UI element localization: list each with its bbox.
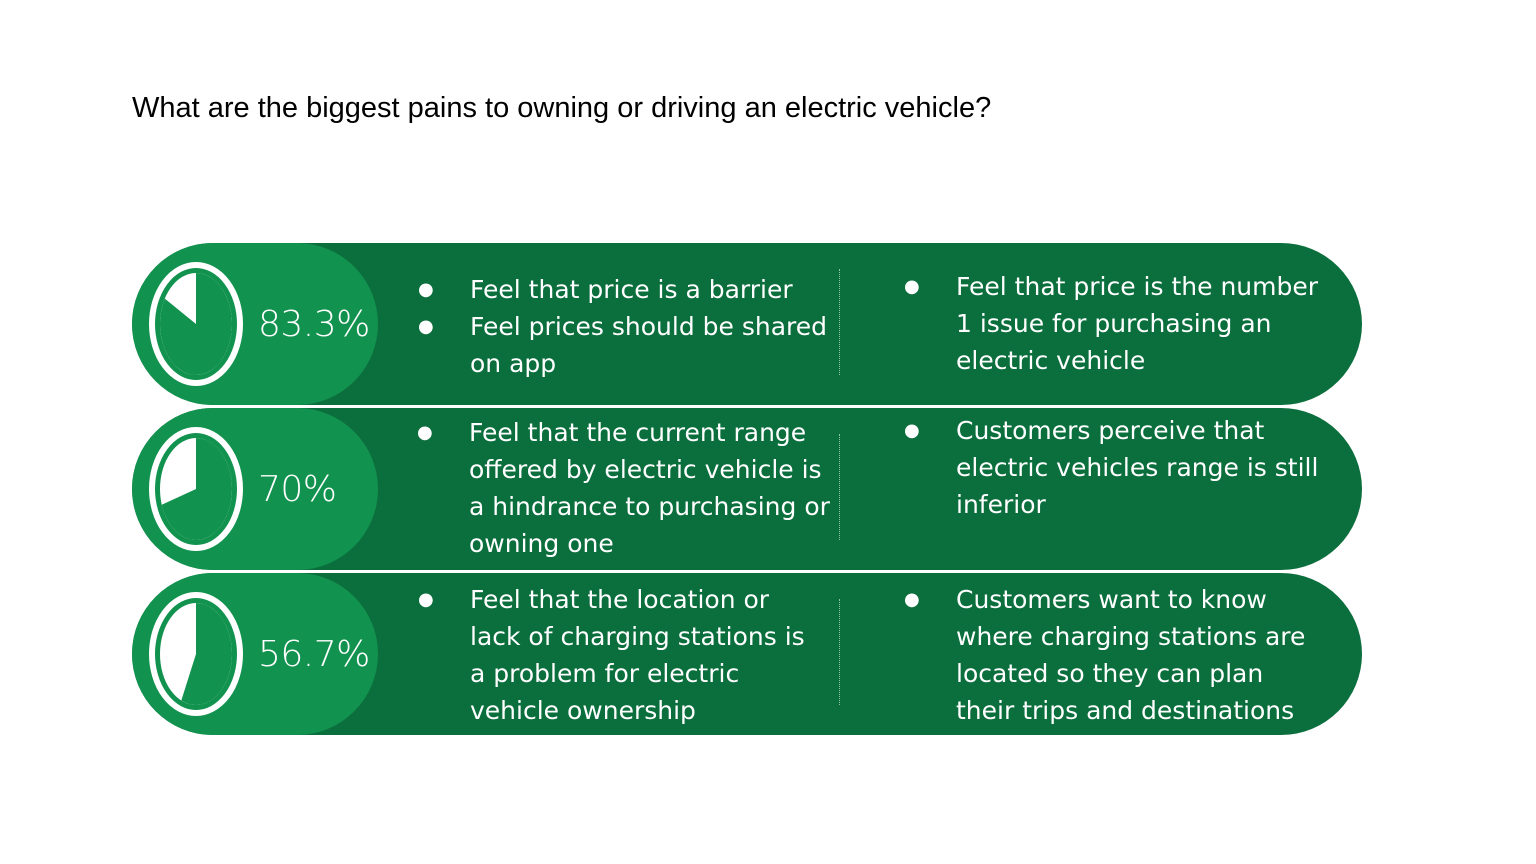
column-divider bbox=[839, 269, 840, 375]
list-item: ● Feel prices should be shared on app bbox=[418, 308, 850, 382]
list-item: ● Customers perceive that electric vehicl… bbox=[904, 412, 1336, 523]
pie-chart-icon bbox=[149, 427, 243, 551]
stat-row-charging: 56.7% ● Feel that the location or lack of… bbox=[132, 573, 1362, 735]
bullet-list-left: ● Feel that the current range offered by … bbox=[417, 414, 839, 562]
bullet-list-right: ● Customers perceive that electric vehicl… bbox=[904, 412, 1336, 523]
bullet-icon: ● bbox=[904, 420, 920, 441]
percent-label: 83.3% bbox=[258, 304, 370, 345]
percent-label: 70% bbox=[258, 469, 337, 510]
bullet-icon: ● bbox=[418, 279, 434, 300]
bullet-icon: ● bbox=[418, 316, 434, 337]
pie-ring bbox=[149, 427, 243, 551]
bullet-text: Feel that price is the number 1 issue fo… bbox=[956, 272, 1319, 375]
list-item: ● Feel that price is a barrier bbox=[418, 271, 850, 308]
bullet-icon: ● bbox=[904, 589, 920, 610]
percent-label: 56.7% bbox=[258, 634, 370, 675]
bullet-text: Customers want to know where charging st… bbox=[956, 585, 1306, 725]
stat-row-range: 70% ● Feel that the current range offered… bbox=[132, 408, 1362, 570]
bullet-list-right: ● Customers want to know where charging s… bbox=[904, 581, 1328, 729]
bullet-text: Customers perceive that electric vehicle… bbox=[956, 416, 1319, 519]
bullet-text: Feel prices should be shared on app bbox=[470, 312, 827, 378]
column-divider bbox=[839, 599, 840, 705]
list-item: ● Feel that price is the number 1 issue f… bbox=[904, 268, 1336, 379]
stat-pill: 56.7% bbox=[132, 573, 378, 735]
bullet-list-left: ● Feel that price is a barrier ● Feel pric… bbox=[418, 271, 850, 382]
pie-ring bbox=[149, 592, 243, 716]
stat-row-price: 83.3% ● Feel that price is a barrier ● Fee… bbox=[132, 243, 1362, 405]
bullet-text: Feel that price is a barrier bbox=[470, 275, 793, 304]
stat-pill: 70% bbox=[132, 408, 378, 570]
bullet-list-right: ● Feel that price is the number 1 issue f… bbox=[904, 268, 1336, 379]
bullet-text: Feel that the location or lack of chargi… bbox=[470, 585, 805, 725]
column-divider bbox=[839, 434, 840, 540]
bullet-icon: ● bbox=[418, 589, 434, 610]
list-item: ● Customers want to know where charging s… bbox=[904, 581, 1328, 729]
pie-chart-icon bbox=[149, 262, 243, 386]
pie-ring bbox=[149, 262, 243, 386]
bullet-icon: ● bbox=[904, 276, 920, 297]
page-title: What are the biggest pains to owning or … bbox=[132, 92, 992, 124]
pie-chart-icon bbox=[149, 592, 243, 716]
pie-slice bbox=[181, 603, 232, 705]
bullet-list-left: ● Feel that the location or lack of charg… bbox=[418, 581, 815, 729]
list-item: ● Feel that the location or lack of charg… bbox=[418, 581, 815, 729]
pie-slice bbox=[160, 273, 233, 375]
list-item: ● Feel that the current range offered by … bbox=[417, 414, 839, 562]
bullet-icon: ● bbox=[417, 422, 433, 443]
pie-slice bbox=[161, 438, 232, 540]
bullet-text: Feel that the current range offered by e… bbox=[469, 418, 830, 558]
stat-pill: 83.3% bbox=[132, 243, 378, 405]
